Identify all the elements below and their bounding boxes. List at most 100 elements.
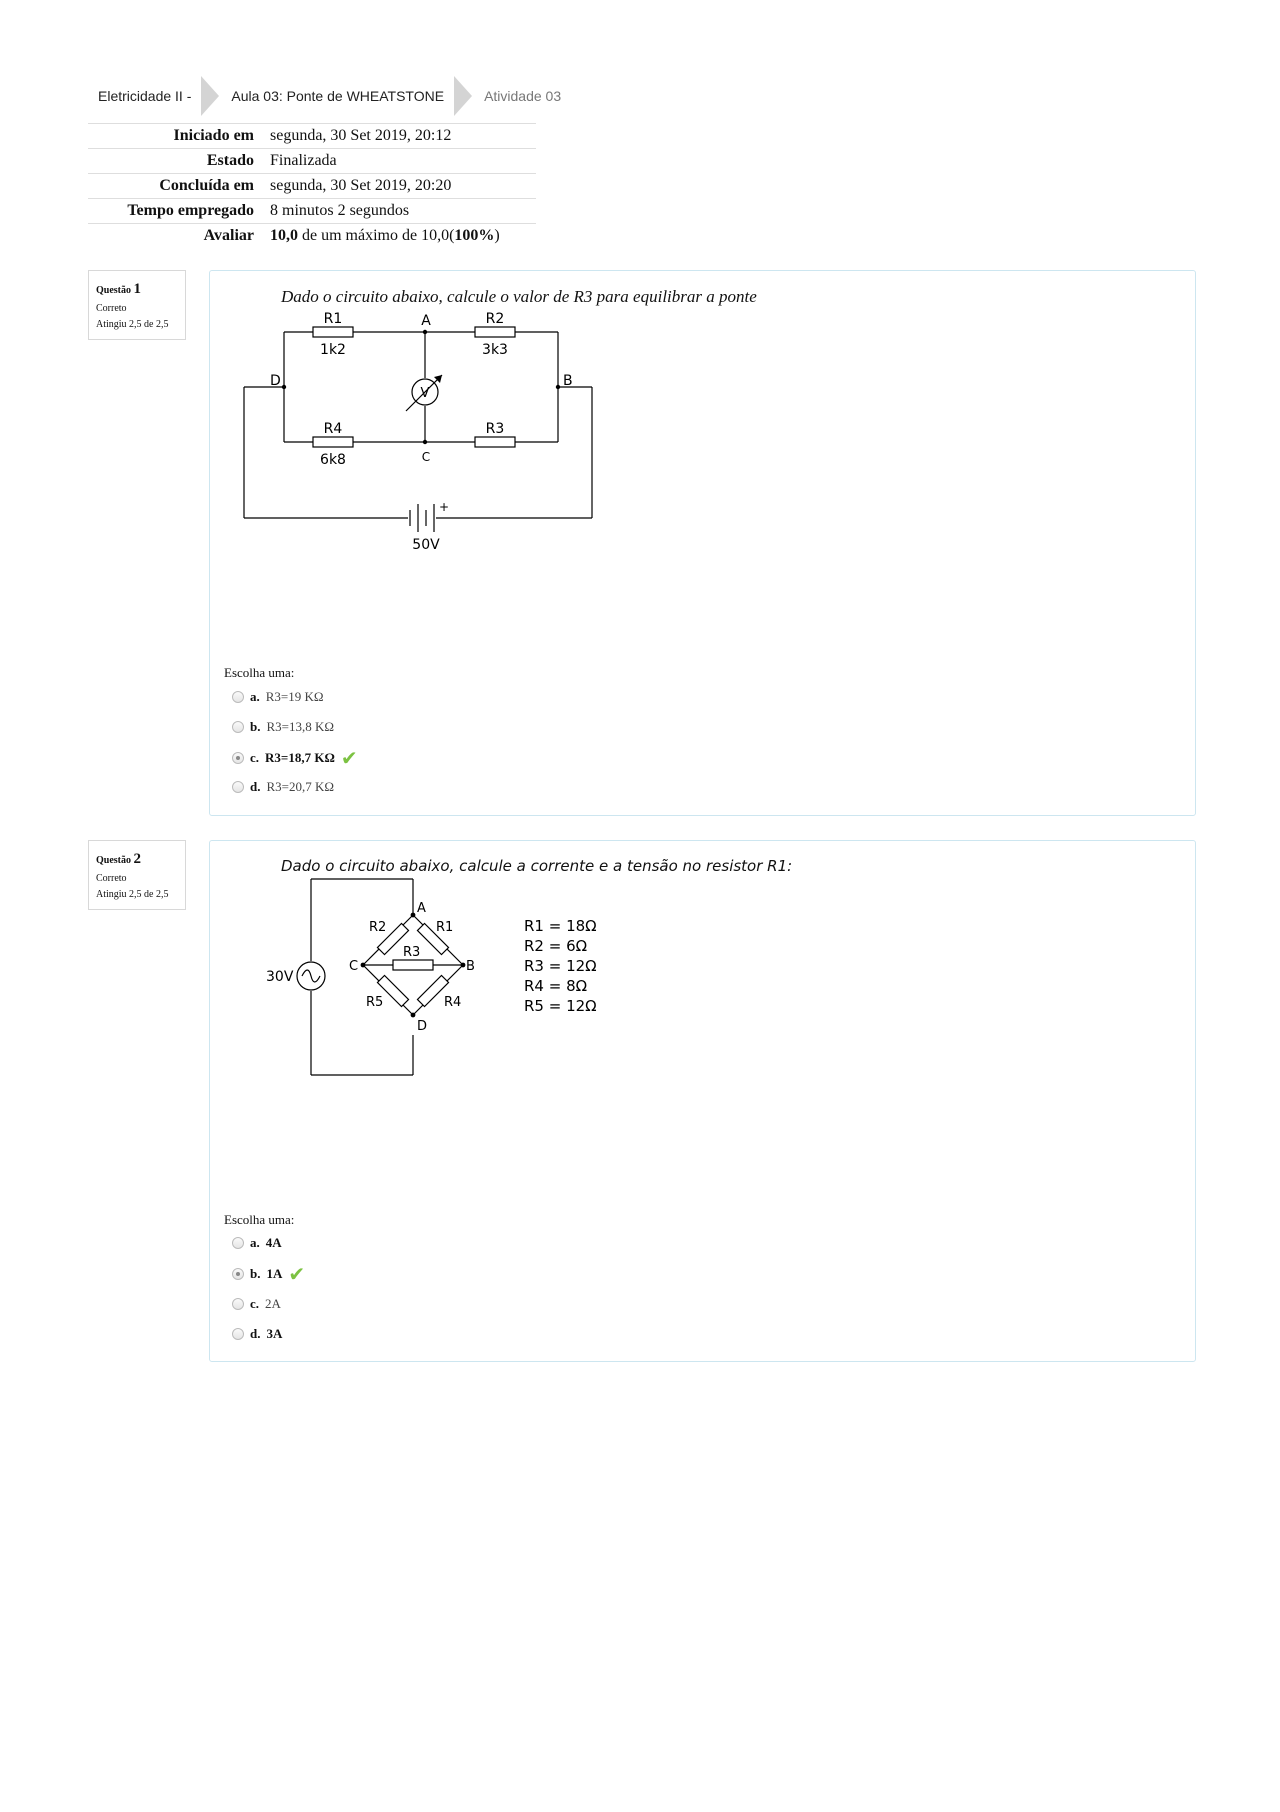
label-node-d: D (417, 1019, 427, 1034)
summary-label: Estado (88, 148, 264, 174)
question-status: Correto (96, 873, 127, 884)
answer-option-c[interactable]: c. R3=18,7 KΩ ✔ (232, 748, 358, 768)
answer-text: R3=20,7 KΩ (266, 779, 335, 794)
attempt-summary-table: Iniciado em segunda, 30 Set 2019, 20:12 … (88, 123, 536, 248)
radio-button-selected[interactable] (232, 1268, 244, 1280)
answer-letter: c. (250, 750, 260, 765)
answer-text: 4A (265, 1235, 282, 1250)
summary-row-completed: Concluída em segunda, 30 Set 2019, 20:20 (88, 173, 536, 199)
breadcrumb-separator-icon (201, 76, 220, 116)
answer-option-d[interactable]: d. R3=20,7 KΩ (232, 779, 334, 795)
summary-row-started: Iniciado em segunda, 30 Set 2019, 20:12 (88, 123, 536, 149)
answer-text: R3=13,8 KΩ (266, 719, 335, 734)
answer-text: R3=19 KΩ (265, 689, 324, 704)
label-voltmeter: V (421, 386, 430, 401)
radio-button[interactable] (232, 691, 244, 703)
label-node-a: A (421, 313, 431, 329)
question-number: 2 (133, 851, 142, 867)
question-status: Correto (96, 303, 127, 314)
label-r2-value: 3k3 (482, 342, 508, 358)
resistor-r1 (312, 326, 354, 338)
grade-percent: 100% (454, 227, 495, 244)
question-content: Dado o circuito abaixo, calcule o valor … (209, 270, 1196, 816)
meter-arrow-icon (434, 375, 442, 383)
radio-button[interactable] (232, 1298, 244, 1310)
resistor-value-r2: R2 = 6Ω (524, 937, 587, 955)
summary-value: 8 minutos 2 segundos (264, 198, 536, 224)
label-r1: R1 (324, 311, 343, 327)
breadcrumb: Eletricidade II - Aula 03: Ponte de WHEA… (86, 76, 571, 116)
grade-end: ) (494, 227, 500, 244)
battery-plus-icon: + (439, 500, 449, 514)
summary-value: segunda, 30 Set 2019, 20:20 (264, 173, 536, 199)
resistor-value-r4: R4 = 8Ω (524, 977, 587, 995)
answer-letter: a. (250, 689, 260, 704)
question-prefix: Questão (96, 855, 131, 866)
label-r2: R2 (486, 311, 505, 327)
label-r4-value: 6k8 (320, 452, 346, 468)
radio-button-selected[interactable] (232, 752, 244, 764)
resistor-r1 (416, 922, 450, 956)
radio-button[interactable] (232, 721, 244, 733)
question-info: Questão 2 Correto Atingiu 2,5 de 2,5 (88, 840, 186, 910)
label-r1-value: 1k2 (320, 342, 346, 358)
correct-check-icon: ✔ (288, 1262, 306, 1286)
answer-option-c[interactable]: c. 2A (232, 1296, 281, 1312)
correct-check-icon: ✔ (340, 746, 358, 770)
bridge-circuit-diagram: 30V A C B D R2 R1 R3 R5 R4 R1 = 18Ω R2 =… (266, 878, 597, 1076)
label-battery: 50V (412, 537, 440, 553)
breadcrumb-activity: Atividade 03 (484, 88, 562, 104)
label-node-c: C (422, 450, 430, 464)
label-node-b: B (466, 959, 475, 974)
label-node-c: C (349, 959, 358, 974)
breadcrumb-lesson[interactable]: Aula 03: Ponte de WHEATSTONE (231, 88, 445, 104)
label-r2: R2 (369, 920, 386, 935)
answer-option-d[interactable]: d. 3A (232, 1326, 282, 1342)
summary-label: Iniciado em (88, 123, 264, 149)
answer-letter: d. (250, 1326, 261, 1341)
resistor-r4 (416, 974, 450, 1008)
radio-button[interactable] (232, 1328, 244, 1340)
answer-option-a[interactable]: a. R3=19 KΩ (232, 689, 324, 705)
label-source: 30V (266, 969, 294, 985)
radio-button[interactable] (232, 1237, 244, 1249)
summary-value: Finalizada (264, 148, 536, 174)
resistor-value-r3: R3 = 12Ω (524, 957, 597, 975)
resistor-r4 (312, 436, 354, 448)
answer-letter: c. (250, 1296, 260, 1311)
answer-option-b[interactable]: b. 1A ✔ (232, 1264, 305, 1284)
question-info: Questão 1 Correto Atingiu 2,5 de 2,5 (88, 270, 186, 340)
question-score: Atingiu 2,5 de 2,5 (96, 319, 169, 330)
resistor-value-r5: R5 = 12Ω (524, 997, 597, 1015)
resistor-r2 (474, 326, 516, 338)
summary-row-time: Tempo empregado 8 minutos 2 segundos (88, 198, 536, 224)
grade-middle: de um máximo de 10,0( (298, 227, 455, 244)
resistor-r5 (376, 974, 410, 1008)
answer-text: 3A (266, 1326, 283, 1341)
label-r3: R3 (403, 945, 420, 960)
breadcrumb-course[interactable]: Eletricidade II - (98, 88, 192, 104)
label-r4: R4 (444, 995, 461, 1010)
label-r1: R1 (436, 920, 453, 935)
question-content: Dado o circuito abaixo, calcule a corren… (209, 840, 1196, 1362)
summary-row-state: Estado Finalizada (88, 148, 536, 174)
label-node-d: D (270, 373, 281, 389)
label-node-a: A (417, 901, 426, 916)
wheatstone-bridge-diagram: R1 1k2 A R2 3k3 D B V R4 6k8 C R3 + 50V (243, 311, 593, 553)
question-text: Dado o circuito abaixo, calcule o valor … (281, 287, 757, 306)
summary-label: Avaliar (88, 223, 264, 248)
question-prefix: Questão (96, 285, 131, 296)
grade-value: 10,0 (270, 227, 298, 244)
summary-row-grade: Avaliar 10,0 de um máximo de 10,0(100%) (88, 223, 536, 248)
resistor-r3 (474, 436, 516, 448)
answer-option-b[interactable]: b. R3=13,8 KΩ (232, 719, 334, 735)
radio-button[interactable] (232, 781, 244, 793)
answer-text: 1A (266, 1266, 283, 1281)
label-r5: R5 (366, 995, 383, 1010)
summary-label: Tempo empregado (88, 198, 264, 224)
answer-option-a[interactable]: a. 4A (232, 1235, 282, 1251)
summary-value: segunda, 30 Set 2019, 20:12 (264, 123, 536, 149)
resistor-value-r1: R1 = 18Ω (524, 917, 597, 935)
question-number: 1 (133, 281, 142, 297)
choose-label: Escolha uma: (224, 1212, 295, 1227)
